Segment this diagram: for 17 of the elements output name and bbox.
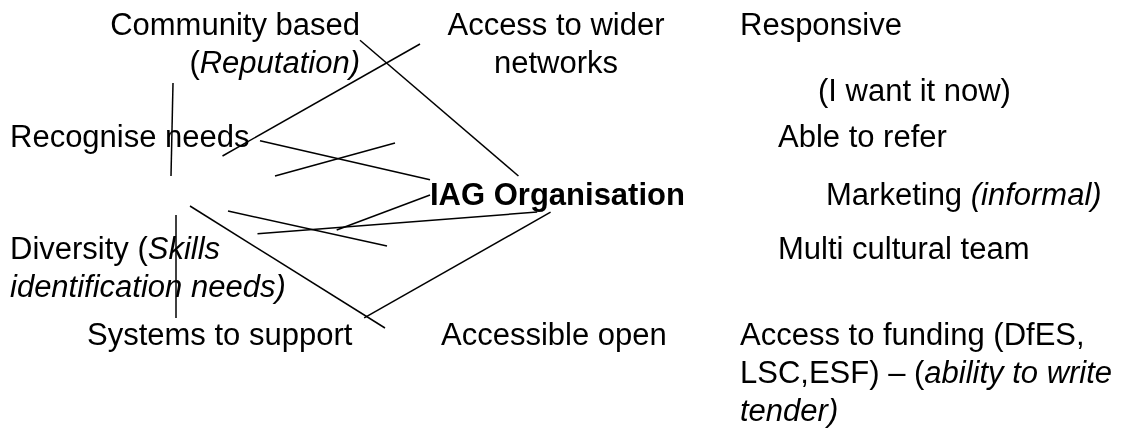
connector-line [259,140,431,181]
label-text: Able to refer [778,118,948,156]
connector-line [221,43,421,157]
node-text: Community based (Reputation) [40,6,360,82]
label-text: Marketing (informal) [826,176,1103,214]
node-text: IAG Organisation [430,176,698,214]
label-text: (I want it now) [818,72,1012,110]
node-text: Systems to support [87,316,367,354]
connector-line [256,211,538,235]
node-text: Access to wider networks [420,6,692,82]
connector-line [363,211,552,319]
label-text: Accessible open [441,316,668,354]
connector-line [359,39,520,177]
label-text: Responsive [740,6,903,44]
connector-line [335,194,431,231]
label-text: Multi cultural team [778,230,1031,268]
label-text: Access to funding (DfES, LSC,ESF) – (ability to write tender) [740,316,1114,430]
